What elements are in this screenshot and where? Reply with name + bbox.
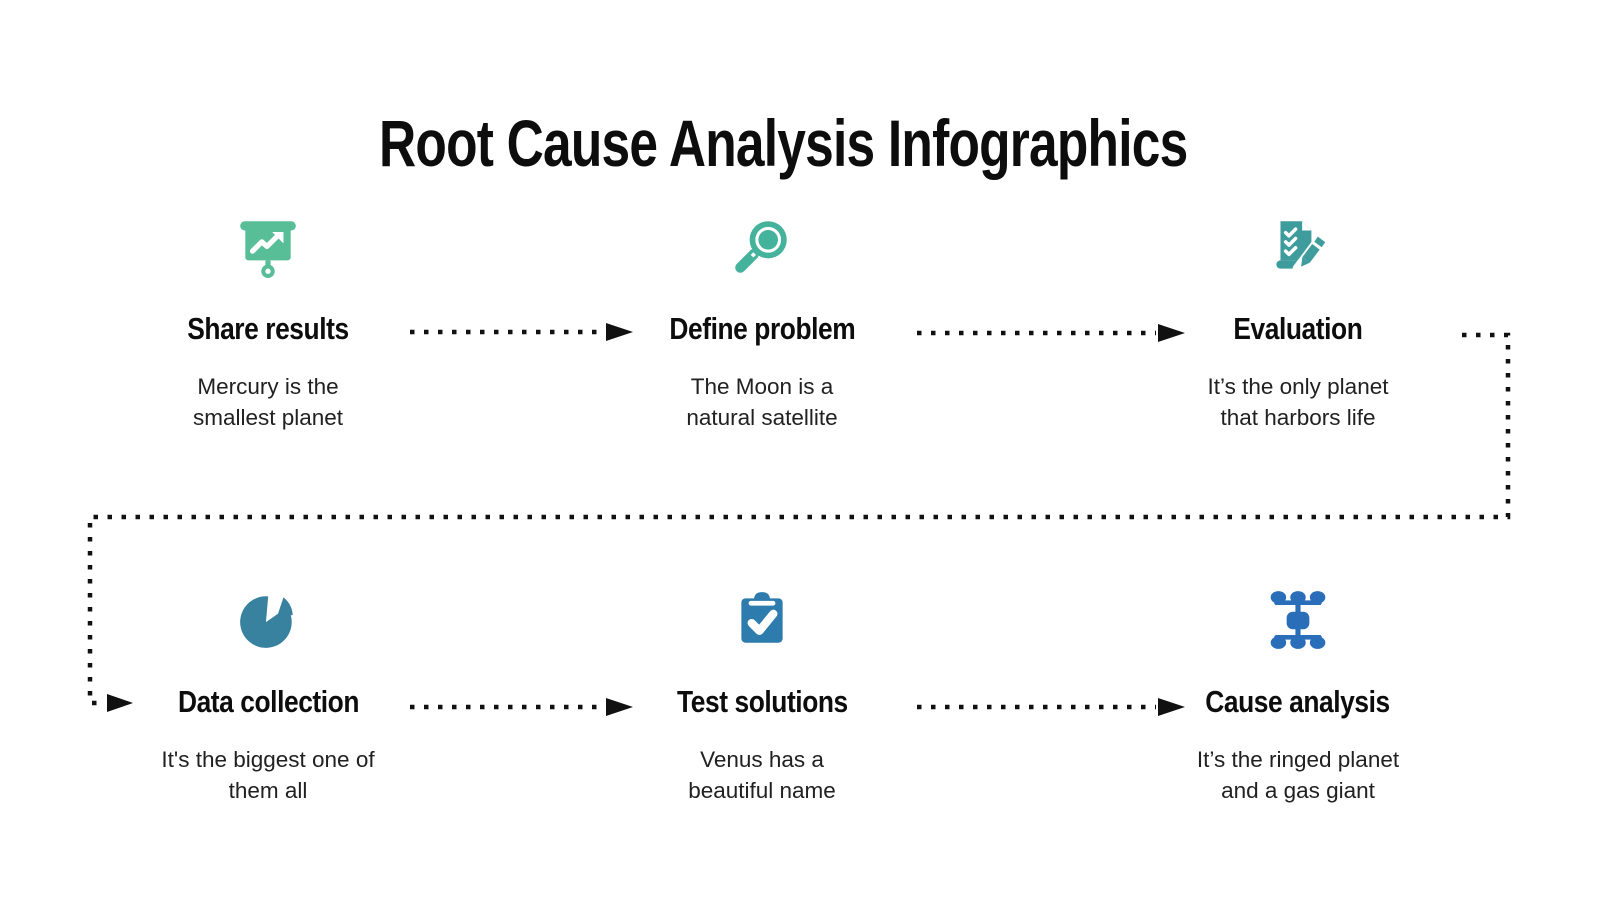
step-description: It's the biggest one of them all: [161, 747, 375, 803]
step-description: Mercury is the smallest planet: [192, 374, 344, 430]
step-title: Share results: [187, 311, 349, 346]
step-test-solutions: Test solutions Venus has a beautiful nam…: [562, 587, 962, 806]
step-description: The Moon is a natural satellite: [686, 374, 838, 430]
magnifier-icon: [562, 214, 962, 280]
step-evaluation: Evaluation It’s the only planet that har…: [1098, 214, 1498, 433]
step-share-results: Share results Mercury is the smallest pl…: [68, 214, 468, 433]
step-title: Define problem: [669, 311, 855, 346]
cluster-diagram-icon: [1098, 587, 1498, 653]
page-title: Root Cause Analysis Infographics: [378, 106, 1188, 181]
presentation-chart-icon: [68, 214, 468, 280]
step-data-collection: Data collection It's the biggest one of …: [68, 587, 468, 806]
pie-chart-icon: [68, 587, 468, 653]
clipboard-check-icon: [562, 587, 962, 653]
step-title: Evaluation: [1233, 311, 1363, 346]
step-description: It’s the ringed planet and a gas giant: [1196, 747, 1400, 803]
step-title: Cause analysis: [1205, 684, 1391, 719]
step-cause-analysis: Cause analysis It’s the ringed planet an…: [1098, 587, 1498, 806]
checklist-pencil-icon: [1098, 214, 1498, 280]
step-define-problem: Define problem The Moon is a natural sat…: [562, 214, 962, 433]
step-title: Test solutions: [676, 684, 848, 719]
step-description: It’s the only planet that harbors life: [1207, 374, 1389, 430]
step-description: Venus has a beautiful name: [688, 747, 836, 803]
step-title: Data collection: [177, 684, 359, 719]
